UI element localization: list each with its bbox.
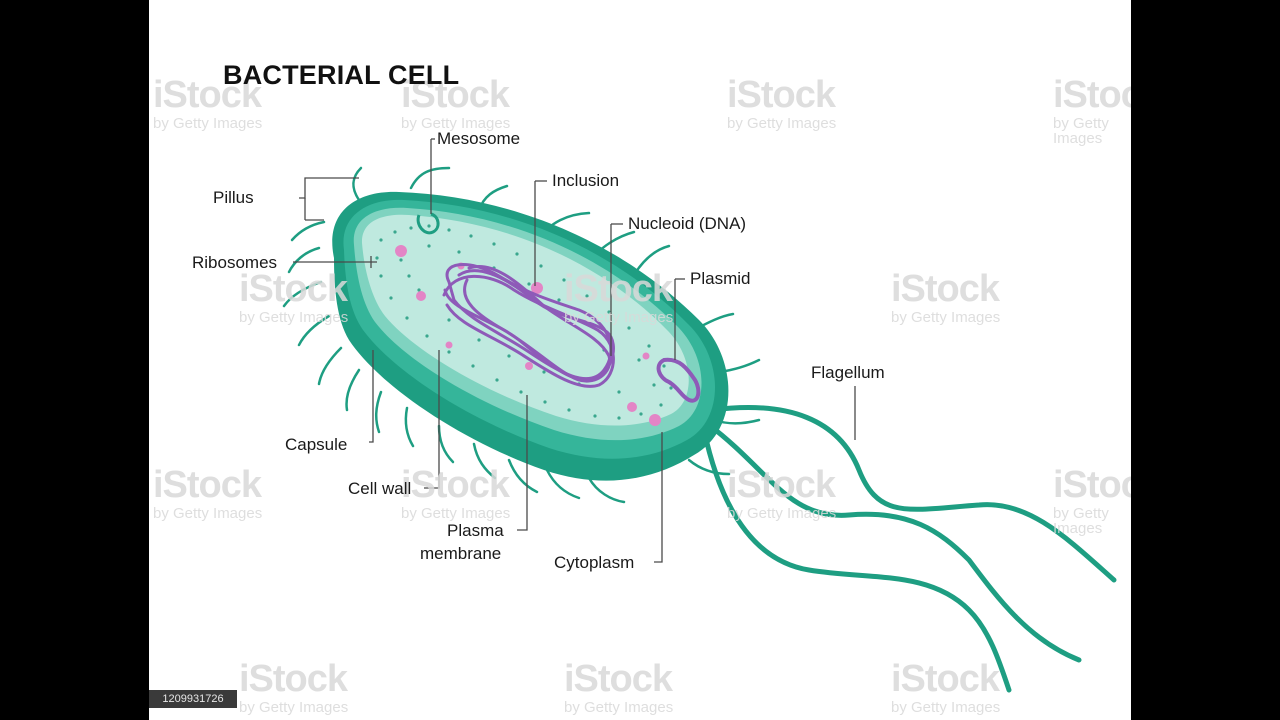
mesosome-curl xyxy=(416,212,440,235)
label-cytoplasm: Cytoplasm xyxy=(554,553,635,572)
label-cell-wall: Cell wall xyxy=(348,479,412,498)
label-nucleoid: Nucleoid (DNA) xyxy=(628,214,747,233)
watermark: iStock by Getty Images xyxy=(564,268,674,326)
diagram-title: BACTERIAL CELL xyxy=(223,60,460,90)
bacterial-cell-illustration xyxy=(282,138,1117,693)
stock-id-badge: 1209931726 xyxy=(149,690,237,708)
label-plasma-membrane-line1: Plasma xyxy=(447,521,504,540)
nucleoid-dna xyxy=(442,263,615,388)
watermark: iStock by Getty Images xyxy=(891,658,1001,716)
watermark: iStock by Getty Images xyxy=(727,464,837,522)
inclusion-granules xyxy=(395,245,661,426)
label-capsule: Capsule xyxy=(285,435,348,454)
watermark: iStock by Getty Images xyxy=(1053,464,1131,537)
label-ribosomes: Ribosomes xyxy=(192,253,278,272)
watermark: iStock by Getty Images xyxy=(401,74,511,132)
diagram-frame: iStock by Getty Images iStock by Getty I… xyxy=(149,0,1131,720)
label-mesosome: Mesosome xyxy=(437,129,521,148)
leader-lines xyxy=(293,138,856,563)
watermark: iStock by Getty Images xyxy=(1053,74,1131,147)
watermark: iStock by Getty Images xyxy=(401,464,511,522)
label-flagellum: Flagellum xyxy=(811,363,885,382)
watermark: iStock by Getty Images xyxy=(564,658,674,716)
watermark: iStock by Getty Images xyxy=(239,658,349,716)
label-plasma-membrane-line2: membrane xyxy=(420,544,502,563)
watermark: iStock by Getty Images xyxy=(239,268,349,326)
ribosome-dots xyxy=(375,224,673,420)
watermark: iStock by Getty Images xyxy=(153,74,263,132)
label-plasmid: Plasmid xyxy=(690,269,751,288)
watermark: iStock by Getty Images xyxy=(727,74,837,132)
watermark: iStock by Getty Images xyxy=(153,464,263,522)
flagellum-strands xyxy=(701,405,1117,693)
plasmid-loop xyxy=(656,357,701,403)
label-pillus: Pillus xyxy=(213,188,254,207)
watermark: iStock by Getty Images xyxy=(891,268,1001,326)
label-inclusion: Inclusion xyxy=(552,171,620,190)
